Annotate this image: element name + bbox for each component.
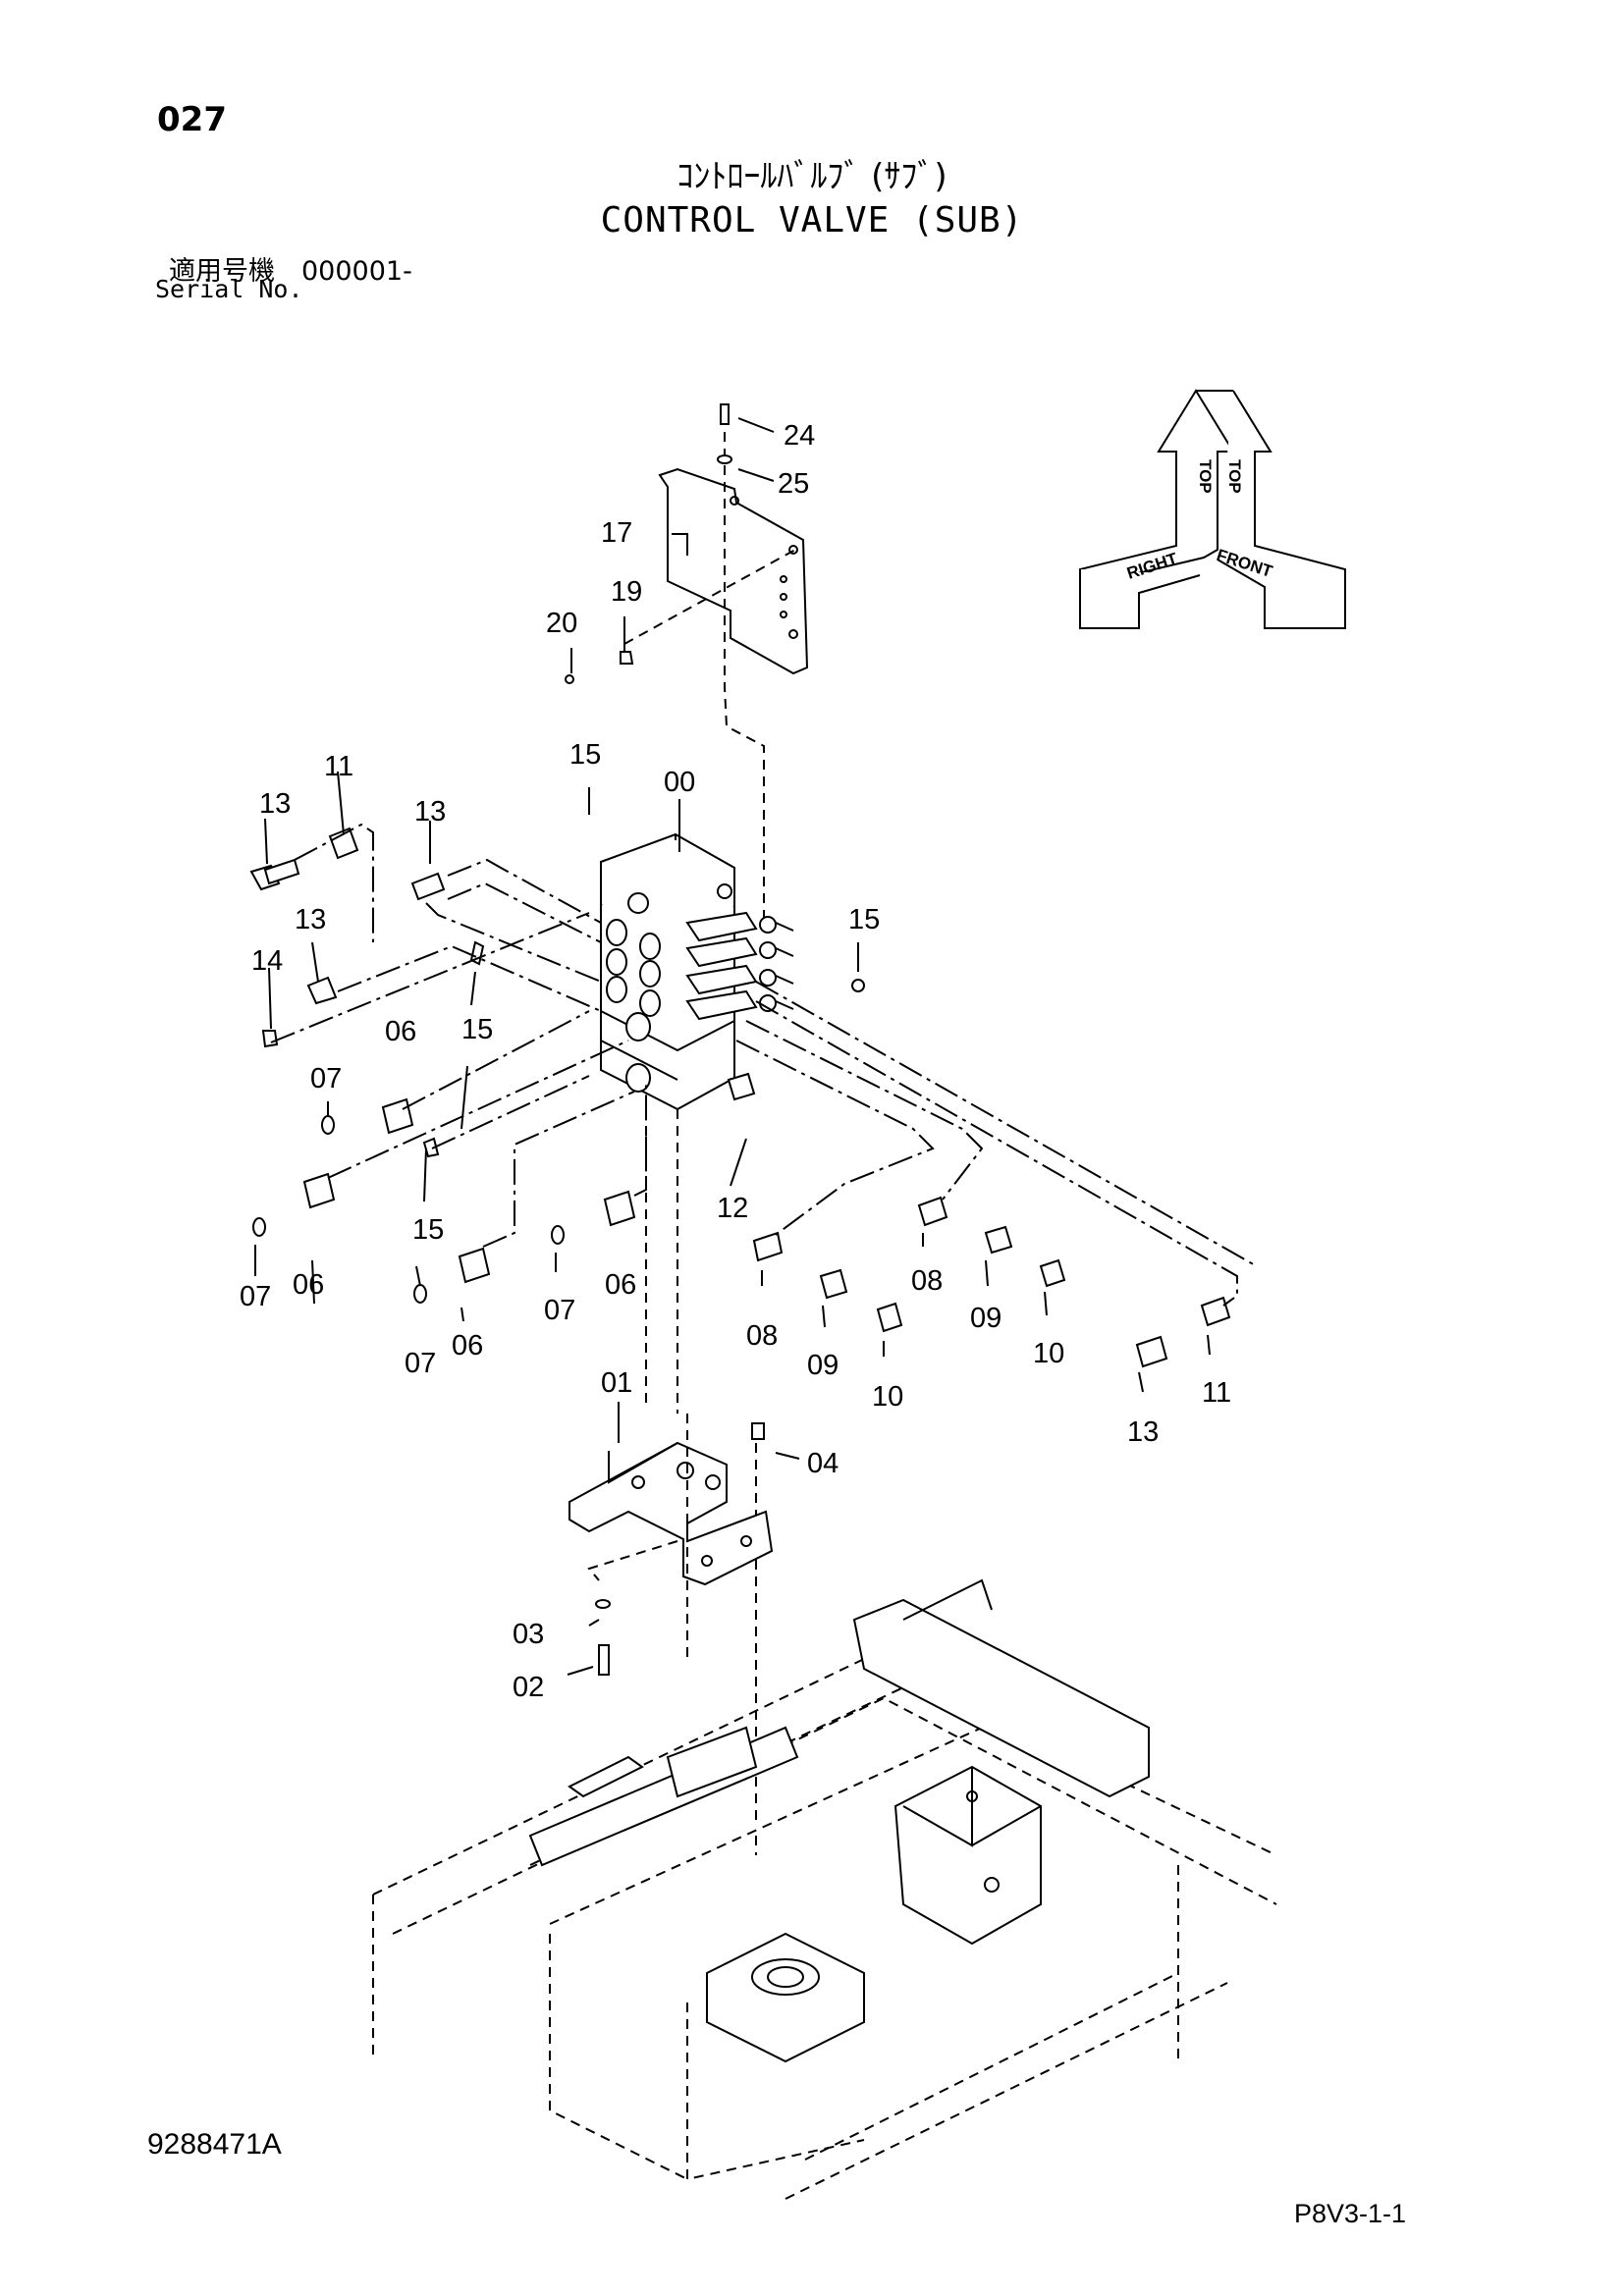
- label-02: 02: [513, 1672, 544, 1703]
- label-00: 00: [664, 767, 695, 798]
- machine-frame: [372, 1414, 1277, 2200]
- label-11-left: 11: [324, 751, 353, 782]
- label-13-right: 13: [1127, 1416, 1159, 1448]
- label-07-top: 07: [310, 1063, 342, 1095]
- label-14: 14: [251, 945, 283, 977]
- orientation-top-label-2: TOP: [1225, 459, 1244, 494]
- serial-label-japanese: 適用号機 000001-: [169, 256, 412, 287]
- bolt-02: [595, 1599, 611, 1676]
- mounting-bracket: [568, 1422, 774, 1586]
- label-25: 25: [778, 468, 809, 500]
- label-03: 03: [513, 1619, 544, 1650]
- label-15-right: 15: [848, 904, 880, 935]
- leader-lines: [254, 417, 1211, 1676]
- label-13-top-mid: 13: [414, 796, 446, 828]
- label-13-mid: 13: [295, 904, 326, 935]
- label-07-bottom: 07: [405, 1348, 436, 1379]
- label-01: 01: [601, 1367, 632, 1399]
- fittings-right: [727, 979, 1231, 1368]
- page-number: 027: [157, 100, 227, 139]
- label-15-left: 15: [461, 1014, 493, 1045]
- screw-24: [717, 403, 732, 464]
- control-valve-block: [600, 832, 794, 1111]
- label-13-top-left: 13: [259, 788, 291, 820]
- svg-text:TOP: TOP: [1225, 459, 1244, 494]
- label-06-left: 06: [293, 1269, 324, 1301]
- label-06-bottom: 06: [452, 1330, 483, 1362]
- label-19: 19: [611, 576, 642, 608]
- page-code: P8V3-1-1: [1294, 2199, 1407, 2228]
- label-15-lower: 15: [412, 1214, 444, 1246]
- bracket-plate: [623, 432, 809, 923]
- orientation-indicator: TOP TOP RIGHT FRONT: [1079, 389, 1346, 629]
- routing-lines: [270, 823, 1258, 1855]
- label-09-left: 09: [807, 1350, 839, 1381]
- serial-label-english: Serial No.: [155, 275, 303, 303]
- label-12: 12: [717, 1193, 748, 1224]
- label-15-top: 15: [569, 739, 601, 771]
- label-11-right: 11: [1202, 1377, 1231, 1409]
- label-06-top: 06: [385, 1016, 416, 1047]
- label-08-left: 08: [746, 1320, 778, 1352]
- label-17: 17: [601, 517, 632, 549]
- title-english: CONTROL VALVE (SUB): [600, 200, 1024, 240]
- fittings-left: [249, 827, 636, 1304]
- label-07-left: 07: [240, 1281, 271, 1312]
- label-10-right: 10: [1033, 1338, 1064, 1369]
- label-08-right: 08: [911, 1265, 943, 1297]
- part-labels: 24 25 17 19 20 15 00 11 13 13 13 14 15 1…: [240, 420, 1231, 1703]
- title-japanese: ｺﾝﾄﾛｰﾙﾊﾞﾙﾌﾞ (ｻﾌﾞ): [677, 157, 947, 196]
- label-10-left: 10: [872, 1381, 903, 1413]
- label-20: 20: [546, 608, 577, 639]
- document-number: 9288471A: [147, 2128, 282, 2161]
- label-07-mid: 07: [544, 1295, 575, 1326]
- label-24: 24: [784, 420, 815, 452]
- pin-19: [565, 651, 634, 684]
- svg-text:TOP: TOP: [1196, 459, 1215, 494]
- label-09-right: 09: [970, 1303, 1001, 1334]
- orientation-top-label: TOP: [1196, 459, 1215, 494]
- label-06-mid: 06: [605, 1269, 636, 1301]
- label-04: 04: [807, 1448, 839, 1479]
